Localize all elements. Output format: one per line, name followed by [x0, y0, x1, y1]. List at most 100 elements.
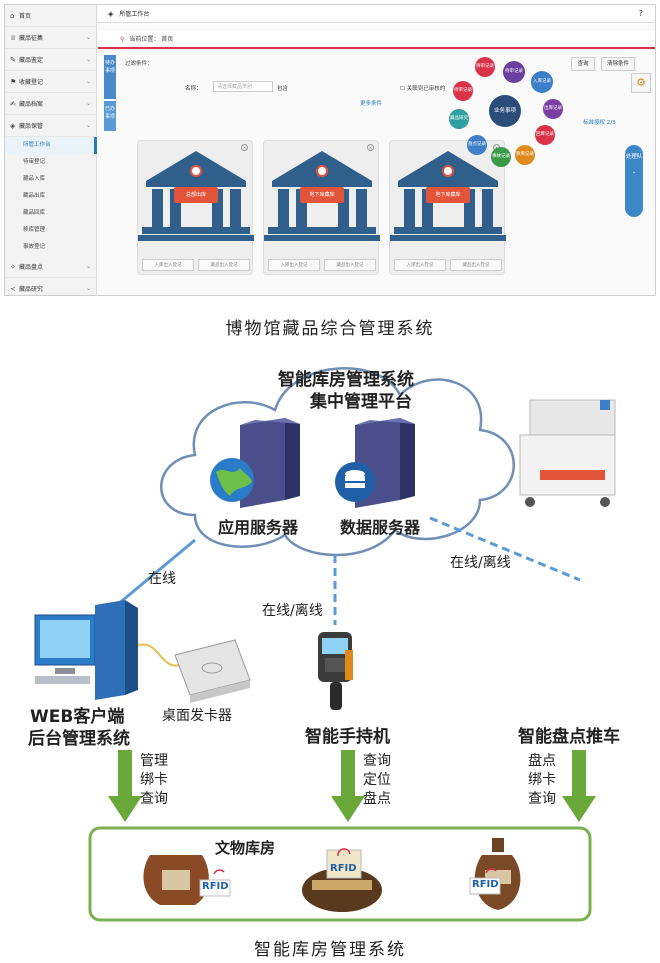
breadcrumb: ⚲ 当前位置： 首页	[98, 31, 655, 49]
hub-bubble[interactable]: 藏品研究	[449, 109, 469, 129]
warehouse-entry-button[interactable]: 入库出入登记	[394, 259, 446, 271]
settings-gear-icon[interactable]: ⚙	[631, 73, 651, 93]
sidebar-subitem-1[interactable]: 所管工作台	[5, 137, 97, 154]
badge-icon	[316, 165, 328, 177]
museum-column	[338, 189, 349, 227]
warehouse-entry-button[interactable]: 入库出入登记	[268, 259, 320, 271]
help-icon[interactable]: ?	[638, 9, 643, 18]
cart-label: 智能盘点推车	[518, 727, 620, 747]
location-label: 当前位置：	[129, 36, 160, 43]
inventory-cart-icon	[519, 399, 616, 507]
artifact-vase-right	[469, 838, 521, 910]
category-select[interactable]: 请选择藏品类别	[213, 81, 273, 92]
sidebar-item-6[interactable]: ◈藏品保管⌄	[5, 115, 97, 137]
sidebar-item-1[interactable]: ⌂首页	[5, 5, 97, 27]
include-label: 包含	[277, 86, 289, 92]
hub-bubble[interactable]: 待审记录	[453, 81, 473, 101]
rfid-tag-right: RFID	[472, 879, 499, 890]
edit-icon: ✍	[10, 100, 16, 108]
left-arrow-line-1: 管理	[140, 753, 168, 769]
tab-done[interactable]: 已办事项	[104, 101, 116, 131]
authorization-link[interactable]: 标准授权 2/3	[583, 120, 616, 126]
sidebar-bottom-item-2[interactable]: ≺藏品研究⌄	[5, 278, 97, 295]
hub-bubble[interactable]: 移库记录	[515, 145, 535, 165]
clear-button[interactable]: 清除条件	[601, 57, 635, 71]
artifact-pot-left	[143, 855, 231, 905]
storeroom-label: 文物库房	[215, 839, 276, 857]
more-conditions-link[interactable]: 更多条件	[360, 101, 383, 107]
close-icon[interactable]: ×	[367, 144, 374, 151]
sidebar-item-label: 藏品保管	[19, 123, 44, 130]
history-checkbox[interactable]: ☐ 关联到已审核的	[400, 86, 446, 92]
card-issuer-label: 桌面发卡器	[162, 708, 232, 724]
location-value[interactable]: 首页	[161, 36, 174, 43]
sidebar-item-label: 藏品征集	[19, 35, 44, 42]
museum-column	[278, 189, 289, 227]
warehouse-entry-button[interactable]: 入库出入登记	[142, 259, 194, 271]
museum-system-screenshot: ⌂首页♕藏品征集⌄✎藏品鉴定⌄⚑收藏登记⌄✍藏品档案⌄◈藏品保管⌄所管工作台待审…	[4, 4, 656, 296]
sidebar-bottom-item-1[interactable]: ✧藏品盘点⌄	[5, 256, 97, 278]
screenshot-caption: 博物馆藏品综合管理系统	[225, 319, 435, 339]
online-label: 在线	[148, 571, 176, 587]
right-arrow	[562, 750, 596, 822]
collection-entry-button[interactable]: 藏品出入登记	[450, 259, 502, 271]
sidebar-item-3[interactable]: ✎藏品鉴定⌄	[5, 49, 97, 71]
storeroom-diagram: 智能库房管理系统 集中管理平台 应用服务器 数据服务器 在线 在线/离线 在线/…	[0, 350, 660, 940]
museum-base	[268, 227, 376, 234]
tab-pending[interactable]: 待办事项	[104, 55, 116, 99]
museum-column	[212, 189, 223, 227]
left-arrow	[108, 750, 142, 822]
chevron-down-icon: ⌄	[85, 285, 91, 292]
name-label: 名称：	[185, 86, 202, 92]
left-arrow-line-2: 绑卡	[140, 772, 168, 788]
hub-bubble[interactable]: 出库记录	[543, 99, 563, 119]
collection-entry-button[interactable]: 藏品出入登记	[324, 259, 376, 271]
processing-panel-label: 处理队	[625, 154, 643, 160]
left-arrow-text: 管理 绑卡 查询	[140, 752, 168, 809]
sidebar-item-2[interactable]: ♕藏品征集⌄	[5, 27, 97, 49]
sidebar-item-label: 藏品盘点	[19, 264, 44, 271]
sidebar-subitem-2[interactable]: 待审登记	[23, 159, 46, 165]
museum-base	[142, 227, 250, 234]
sidebar-item-label: 藏品档案	[19, 101, 44, 108]
sidebar-item-label: 收藏登记	[19, 79, 44, 86]
warehouse-card[interactable]: ×总部出库入库出入登记藏品出入登记	[137, 140, 254, 275]
right-arrow-text: 盘点 绑卡 查询	[528, 752, 556, 809]
sidebar-subitem-4[interactable]: 藏品出库	[23, 193, 46, 199]
hub-bubble[interactable]: 待审记录	[475, 57, 495, 77]
sidebar-subitem-7[interactable]: 事故登记	[23, 244, 46, 250]
sidebar-subitem-5[interactable]: 藏品回库	[23, 210, 46, 216]
app-server-icon	[210, 418, 300, 508]
museum-base	[138, 235, 254, 241]
hub-bubble[interactable]: 入库记录	[531, 71, 553, 93]
chevron-down-icon: ⌄	[85, 56, 91, 63]
hub-bubble[interactable]: 待审记录	[503, 61, 525, 83]
processing-panel[interactable]: 处理队 ⌄	[625, 145, 643, 217]
museum-column	[152, 189, 163, 227]
hub-bubble[interactable]: 回库记录	[535, 125, 555, 145]
diagram-caption: 智能库房管理系统	[254, 940, 406, 960]
search-button[interactable]: 查询	[571, 57, 595, 71]
middle-arrow-line-3: 盘点	[363, 791, 391, 807]
sidebar-item-label: 首页	[19, 13, 32, 20]
collection-entry-button[interactable]: 藏品出入登记	[198, 259, 250, 271]
close-icon[interactable]: ×	[241, 144, 248, 151]
warehouse-card[interactable]: ×地下库藏库入库出入登记藏品出入登记	[263, 140, 380, 275]
shield-icon: ◈	[10, 122, 16, 130]
chevron-down-icon: ⌄	[631, 169, 637, 175]
app-server-label: 应用服务器	[218, 518, 299, 537]
sidebar-subitem-6[interactable]: 移库管理	[23, 227, 46, 233]
cart-link-label: 在线/离线	[450, 555, 511, 571]
sidebar-item-4[interactable]: ⚑收藏登记⌄	[5, 71, 97, 93]
sidebar-item-5[interactable]: ✍藏品档案⌄	[5, 93, 97, 115]
hub-bubble[interactable]: 事故记录	[491, 147, 511, 167]
museum-beam	[272, 181, 372, 187]
data-server-label: 数据服务器	[340, 518, 421, 537]
hub-center[interactable]: 业务事项	[489, 95, 521, 127]
sidebar-subitem-3[interactable]: 藏品入库	[23, 176, 46, 182]
tab-pending-label: 待办事项	[104, 60, 115, 74]
museum-column	[296, 189, 307, 227]
tab-done-label: 已办事项	[104, 106, 115, 120]
hub-bubble[interactable]: 盘点记录	[467, 135, 487, 155]
